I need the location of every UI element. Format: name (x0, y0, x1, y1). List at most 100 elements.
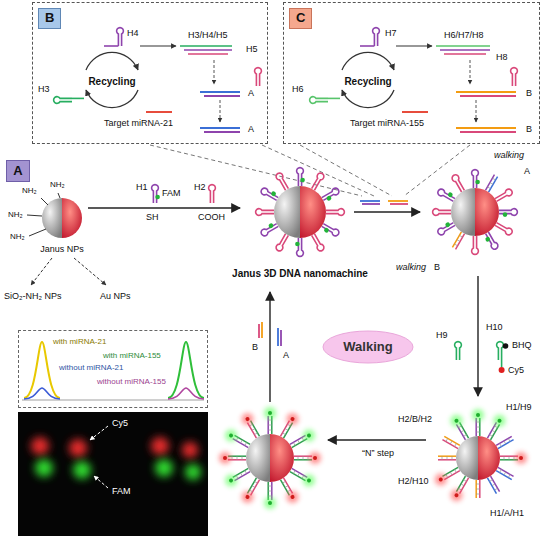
particle-label: Janus 3D DNA nanomachine (232, 268, 368, 280)
panel-b-drawing (104, 45, 118, 47)
probe-arrow (497, 342, 504, 360)
walking-nanomachine (436, 220, 456, 236)
janus-particle (27, 215, 42, 216)
walking-nanomachine (494, 188, 513, 203)
curve-label: with miRNA-21 (53, 337, 106, 346)
particle-label: SiO₂-NH₂ NPs (4, 291, 62, 301)
strand-name: H10 (486, 322, 503, 332)
panel-leader (300, 145, 392, 196)
group-label: NH₂ (22, 186, 37, 195)
janus-particle (74, 258, 106, 285)
signal-nanomachine (223, 465, 252, 489)
complex-name: H1/A/H1 (490, 508, 524, 518)
curve-label: without miRNA-21 (59, 363, 123, 372)
strand-name: H8 (496, 52, 508, 62)
panel-c-drawing (360, 45, 374, 47)
panel-c-drawing (476, 100, 477, 122)
spectrum-plot (22, 400, 204, 401)
janus-particle (41, 198, 48, 205)
cycle-label: Recycling (344, 76, 391, 88)
panel-b-drawing (220, 100, 221, 122)
probe-arrow (477, 276, 478, 396)
particle-label: Janus NPs (40, 244, 84, 254)
release-arrow (261, 322, 263, 338)
signal-nanomachine (288, 427, 317, 451)
strand-name: H2 (194, 182, 206, 192)
panel-b-drawing (255, 68, 262, 86)
spectrum-plot (24, 342, 60, 398)
signal-nanomachine (219, 407, 321, 509)
assembly-arrow (209, 185, 216, 203)
ellipse-outline (323, 331, 413, 363)
release-arrow (277, 328, 279, 346)
product-label: A (248, 124, 254, 134)
panel-badge: C (289, 8, 312, 29)
panel-c-drawing (328, 98, 340, 100)
hybridized-nanomachine (433, 409, 527, 503)
fluorescence-image (94, 476, 108, 488)
fluorescence-image (90, 426, 108, 440)
strand-arrow (362, 203, 380, 205)
assembly-arrow (88, 185, 240, 208)
panel-c-drawing (460, 95, 516, 97)
probe-arrow (499, 367, 505, 373)
release-arrow (259, 292, 281, 402)
strand-name: H4 (127, 28, 139, 38)
hybridized-nanomachine (496, 436, 513, 448)
walking-nanomachine (452, 232, 464, 249)
group-label: NH₂ (50, 180, 65, 189)
probe-arrow (503, 343, 509, 349)
panel-b-drawing (204, 131, 240, 133)
fluorescence-image (31, 437, 49, 455)
strand-name: H5 (246, 44, 258, 54)
release-arrow (269, 292, 270, 402)
signal-nanomachine (264, 407, 276, 434)
janus-particle (58, 193, 60, 198)
strand-name: H1 (136, 182, 148, 192)
panel-b-drawing (214, 60, 215, 84)
probe-arrow (501, 360, 503, 367)
hybridized-nanomachine (496, 467, 513, 479)
panel-c-drawing (444, 53, 486, 55)
panel-b-drawing (184, 49, 232, 51)
probe-arrow (455, 276, 509, 396)
signal-nanomachine (264, 482, 276, 509)
product-label: B (526, 88, 532, 98)
walking-nanomachine (472, 170, 480, 188)
strand-name: H3 (38, 84, 50, 94)
particle-label: Au NPs (100, 291, 131, 301)
panel-c-drawing (456, 91, 516, 93)
group-label: COOH (198, 212, 225, 222)
walking-nanomachine (494, 221, 513, 236)
signal-nanomachine (288, 465, 317, 489)
complex-name: H6/H7/H8 (444, 30, 484, 40)
nanomachine (326, 209, 344, 216)
walking-nanomachine (451, 188, 499, 236)
step-arrow (328, 439, 426, 440)
channel-label: FAM (112, 486, 131, 496)
strand-arrow (354, 201, 420, 212)
walking-nanomachine (433, 209, 451, 216)
hybridized-nanomachine (476, 480, 480, 498)
walking-nanomachine (499, 209, 517, 217)
panel-c-drawing (342, 52, 394, 70)
panel-b-drawing (140, 45, 176, 46)
janus-particle (42, 198, 82, 238)
walking-nanomachine (485, 175, 497, 192)
panel-leader (262, 145, 374, 196)
walking-nanomachine (472, 236, 479, 254)
panel-b-drawing (54, 28, 262, 132)
nanomachine (310, 172, 325, 191)
panel-c-drawing (511, 68, 518, 86)
product-label: B (434, 262, 440, 272)
hybridized-nanomachine (433, 464, 462, 488)
panel-c-drawing (456, 127, 516, 129)
hybridized-nanomachine (448, 474, 472, 503)
nanomachine (320, 222, 340, 238)
complex-name: H3/H4/H5 (188, 30, 228, 40)
hybridized-nanomachine (487, 476, 499, 493)
panel-c-drawing (436, 45, 490, 47)
panel-b-drawing (188, 53, 228, 55)
strand-name: H6 (292, 84, 304, 94)
product-label: A (248, 88, 254, 98)
